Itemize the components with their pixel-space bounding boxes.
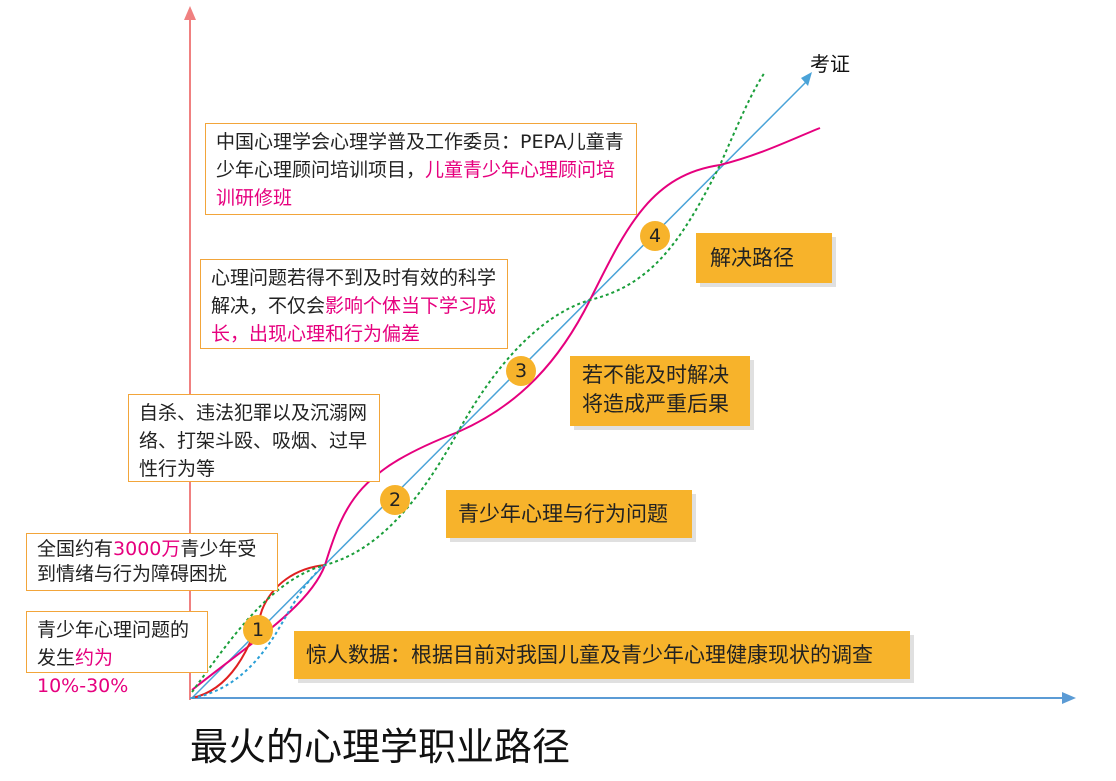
info-text: 自杀、违法犯罪以及沉溺网络、打架斗殴、吸烟、过早性行为等 [139, 402, 368, 480]
end-label: 考证 [810, 52, 850, 76]
info-box-impact: 心理问题若得不到及时有效的科学解决，不仅会影响个体当下学习成长，出现心理和行为偏… [200, 259, 508, 349]
info-highlight: 影响个体当下学习成长，出现心理和行为偏差 [211, 295, 497, 345]
step-label-1: 惊人数据：根据目前对我国儿童及青少年心理健康现状的调查 [294, 631, 910, 679]
info-text: 中国心理学会心理学普及工作委员：PEPA儿童青少年心理顾问培训项目， [216, 131, 624, 181]
step-badge-4: 4 [640, 221, 670, 251]
info-text: 心理问题若得不到及时有效的科学解决，不仅会 [211, 267, 497, 317]
info-box-rate: 青少年心理问题的发生约为10%-30% [26, 611, 208, 697]
x-axis-arrow-icon [1062, 692, 1076, 704]
info-highlight: 约为10%-30% [37, 647, 129, 697]
y-axis-arrow-icon [184, 6, 196, 20]
diagonal-arrow-icon [801, 72, 812, 86]
page-title: 最火的心理学职业路径 [190, 725, 571, 769]
info-box-count: 全国约有3000万青少年受到情绪与行为障碍困扰 [26, 533, 278, 591]
info-box-consequences: 自杀、违法犯罪以及沉溺网络、打架斗殴、吸烟、过早性行为等 [128, 394, 380, 482]
info-text-tail: 青少年受到情绪与行为障碍困扰 [37, 538, 257, 585]
info-highlight: 儿童青少年心理顾问培训研修班 [216, 159, 616, 209]
info-text: 青少年心理问题的发生 [37, 619, 190, 669]
step-badge-2: 2 [380, 485, 410, 515]
magenta-wave [191, 127, 821, 691]
step-label-4: 解决路径 [696, 233, 832, 283]
info-text: 全国约有 [37, 538, 114, 560]
diagonal-line [191, 81, 807, 699]
step-badge-1: 1 [243, 615, 273, 645]
step-badge-3: 3 [506, 356, 536, 386]
red-wave [191, 564, 326, 699]
info-highlight: 3000万 [113, 538, 181, 560]
blue-dotted-wave [191, 564, 326, 699]
step-label-3: 若不能及时解决将造成严重后果 [570, 356, 750, 426]
info-box-program: 中国心理学会心理学普及工作委员：PEPA儿童青少年心理顾问培训项目，儿童青少年心… [205, 123, 637, 215]
step-label-2: 青少年心理与行为问题 [446, 490, 692, 538]
